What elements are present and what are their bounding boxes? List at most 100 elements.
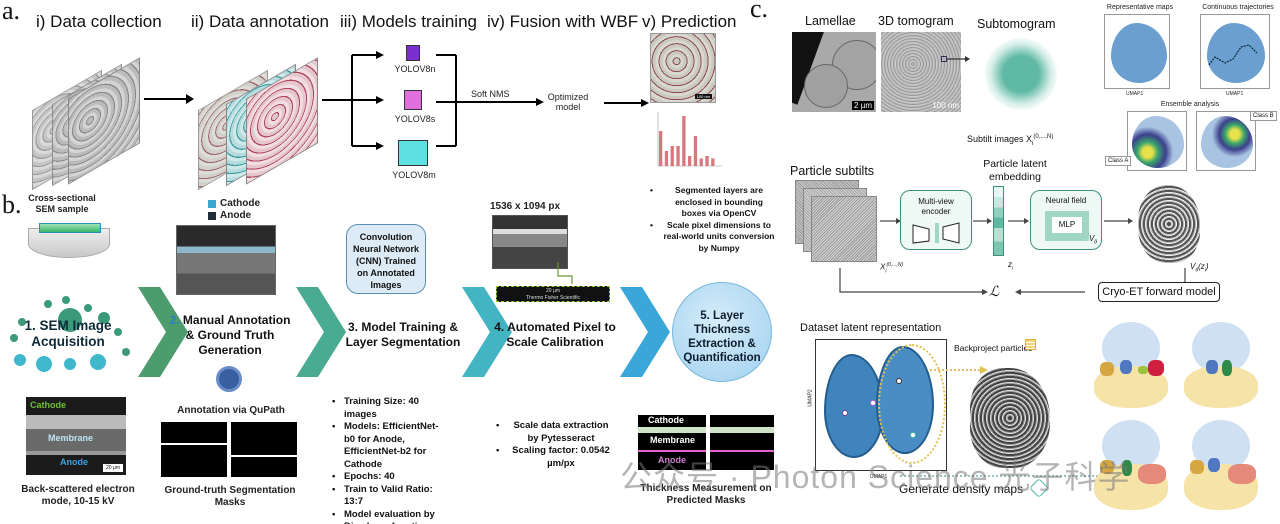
arrow-backproject — [930, 366, 988, 374]
histogram-bar — [670, 146, 674, 166]
bubble — [14, 354, 26, 366]
v-theta-label: Vθ — [1088, 234, 1097, 246]
subtilt-sub: i — [1032, 140, 1034, 147]
sem-label-cathode: Cathode — [30, 400, 66, 410]
sem-cross-section-image: Cathode Membrane Anode 20 µm — [26, 397, 126, 475]
step-4-title: 4. Automated Pixel to Scale Calibration — [492, 320, 618, 350]
arrow-to-encoder — [880, 218, 901, 224]
training-bullets: Training Size: 40 images Models: Efficie… — [332, 396, 440, 524]
class-b-label: Class B — [1250, 111, 1277, 121]
annotation-legend: Cathode Anode — [208, 198, 260, 221]
structure-render-4 — [1180, 420, 1262, 516]
training-bullet: Models: EfficientNet-b0 for Anode, Effic… — [332, 421, 440, 471]
v-theta-z-label: Vθ(zi) — [1190, 262, 1209, 274]
step-1-title: 1. SEM Image Acquisition — [18, 318, 118, 350]
step-4-number: 4. — [494, 320, 505, 334]
structure-render-3 — [1090, 420, 1172, 516]
scalebar-crop-text: 20 µm — [546, 288, 560, 294]
bubble — [44, 300, 52, 308]
model-yolov8n: YOLOV8n — [394, 64, 436, 74]
latent-embedding-vector — [993, 186, 1004, 256]
histogram-bar — [659, 131, 663, 166]
tomogram-scale-bar: 100 nm — [932, 101, 959, 110]
arrow-prediction — [604, 99, 649, 107]
mask-caption: Ground-truth Segmentation Masks — [164, 485, 296, 508]
latent-umap-plot — [815, 339, 947, 471]
bubble — [122, 348, 130, 356]
model-branch-lines — [322, 51, 457, 150]
neural-field-box: Neural field MLP Vθ — [1030, 190, 1102, 250]
histogram-bar — [711, 158, 715, 166]
prediction-image: 100 nm — [650, 33, 716, 103]
loss-feedback-lines — [839, 268, 1186, 295]
bubble — [36, 356, 52, 372]
chevron-2 — [296, 287, 346, 377]
legend-anode-label: Anode — [220, 210, 252, 221]
histogram-bar — [664, 151, 669, 166]
subtilt-label: Subtilt images Xi(0,...,N) — [967, 134, 1053, 147]
calibration-bullet: Scaling factor: 0.0542 µm/px — [496, 445, 614, 470]
encoder-label: Multi-view encoder — [918, 197, 954, 216]
tomogram-image: 100 nm — [881, 32, 961, 112]
arrow-to-density — [1104, 218, 1133, 224]
bubble — [84, 304, 92, 312]
arrow-tomogram — [947, 56, 970, 62]
umap-traj-xlabel: UMAP1 — [1226, 91, 1244, 97]
backprojected-map-render — [970, 368, 1050, 468]
arrow-soft-nms — [456, 98, 544, 106]
step-2-text: Manual Annotation & Ground Truth Generat… — [182, 313, 291, 357]
calibration-sem-image — [492, 215, 568, 269]
bubble — [114, 328, 122, 336]
multi-view-encoder: Multi-view encoder — [900, 190, 972, 250]
stage-prediction: v) Prediction — [642, 12, 737, 31]
step-3-title: 3. Model Training & Layer Segmentation — [338, 320, 468, 350]
thickness-label-cathode: Cathode — [648, 415, 684, 425]
backproject-grid-icon — [1025, 339, 1036, 350]
step-2-title: 2. Manual Annotation & Ground Truth Gene… — [164, 313, 296, 358]
bubble — [18, 318, 26, 326]
raw-image-stack — [32, 50, 142, 191]
step-1-text: SEM Image Acquisition — [31, 318, 112, 349]
backproject-label: Backproject particles — [954, 343, 1033, 353]
step-5-text: Layer Thickness Extraction & Quantificat… — [683, 310, 761, 364]
latent-xlabel: UMAP1 — [870, 474, 888, 480]
encoder-icon — [912, 222, 960, 244]
step-3-text: Model Training & Layer Segmentation — [345, 320, 461, 349]
tomogram-label: 3D tomogram — [878, 14, 954, 28]
bubble-decoration — [10, 296, 130, 372]
thickness-label-anode: Anode — [658, 455, 686, 465]
umap-class-b — [1196, 111, 1256, 171]
loss-symbol: ℒ — [989, 284, 1000, 300]
step-4-text: Automated Pixel to Scale Calibration — [506, 320, 616, 349]
image-size-label: 1536 x 1094 px — [490, 201, 561, 212]
representative-maps-title: Representative maps — [1106, 4, 1174, 11]
calibration-bullet: Scale data extraction by Pytesseract — [496, 420, 614, 445]
yolov8n-cube-icon — [406, 45, 420, 61]
stage-data-annotation: ii) Data annotation — [191, 12, 329, 31]
step-3-number: 3. — [347, 320, 358, 334]
prediction-histogram — [657, 112, 722, 167]
umap-class-a — [1127, 111, 1187, 171]
bubble — [64, 358, 76, 370]
umap-rep-xlabel: UMAP1 — [1126, 91, 1144, 97]
bubble — [90, 354, 106, 370]
panel-c-letter: c. — [750, 0, 769, 23]
sample-label: Cross-sectional SEM sample — [28, 193, 96, 214]
histogram-bar — [682, 116, 686, 166]
step-5-circle: 5. Layer Thickness Extraction & Quantifi… — [672, 282, 772, 382]
subtilt-stack — [795, 180, 877, 262]
sample-holder-icon — [28, 223, 110, 258]
thickness-mask-1: Cathode Membrane Anode — [638, 415, 706, 470]
annotated-sem-image — [176, 225, 276, 295]
step-5-number: 5. — [700, 310, 710, 322]
lamellae-image: 2 µm — [792, 32, 876, 112]
calibration-connector — [557, 262, 573, 284]
bubble — [98, 312, 110, 324]
yolov8m-cube-icon — [398, 140, 428, 166]
annotation-tool-label: Annotation via QuPath — [177, 405, 285, 416]
lamellae-scale-bar: 2 µm — [852, 101, 874, 110]
stage-data-collection: i) Data collection — [36, 12, 162, 31]
subtilt-text: Subtilt images X — [967, 134, 1033, 144]
latent-ylabel: UMAP2 — [807, 389, 814, 407]
model-yolov8m: YOLOV8m — [392, 170, 436, 180]
